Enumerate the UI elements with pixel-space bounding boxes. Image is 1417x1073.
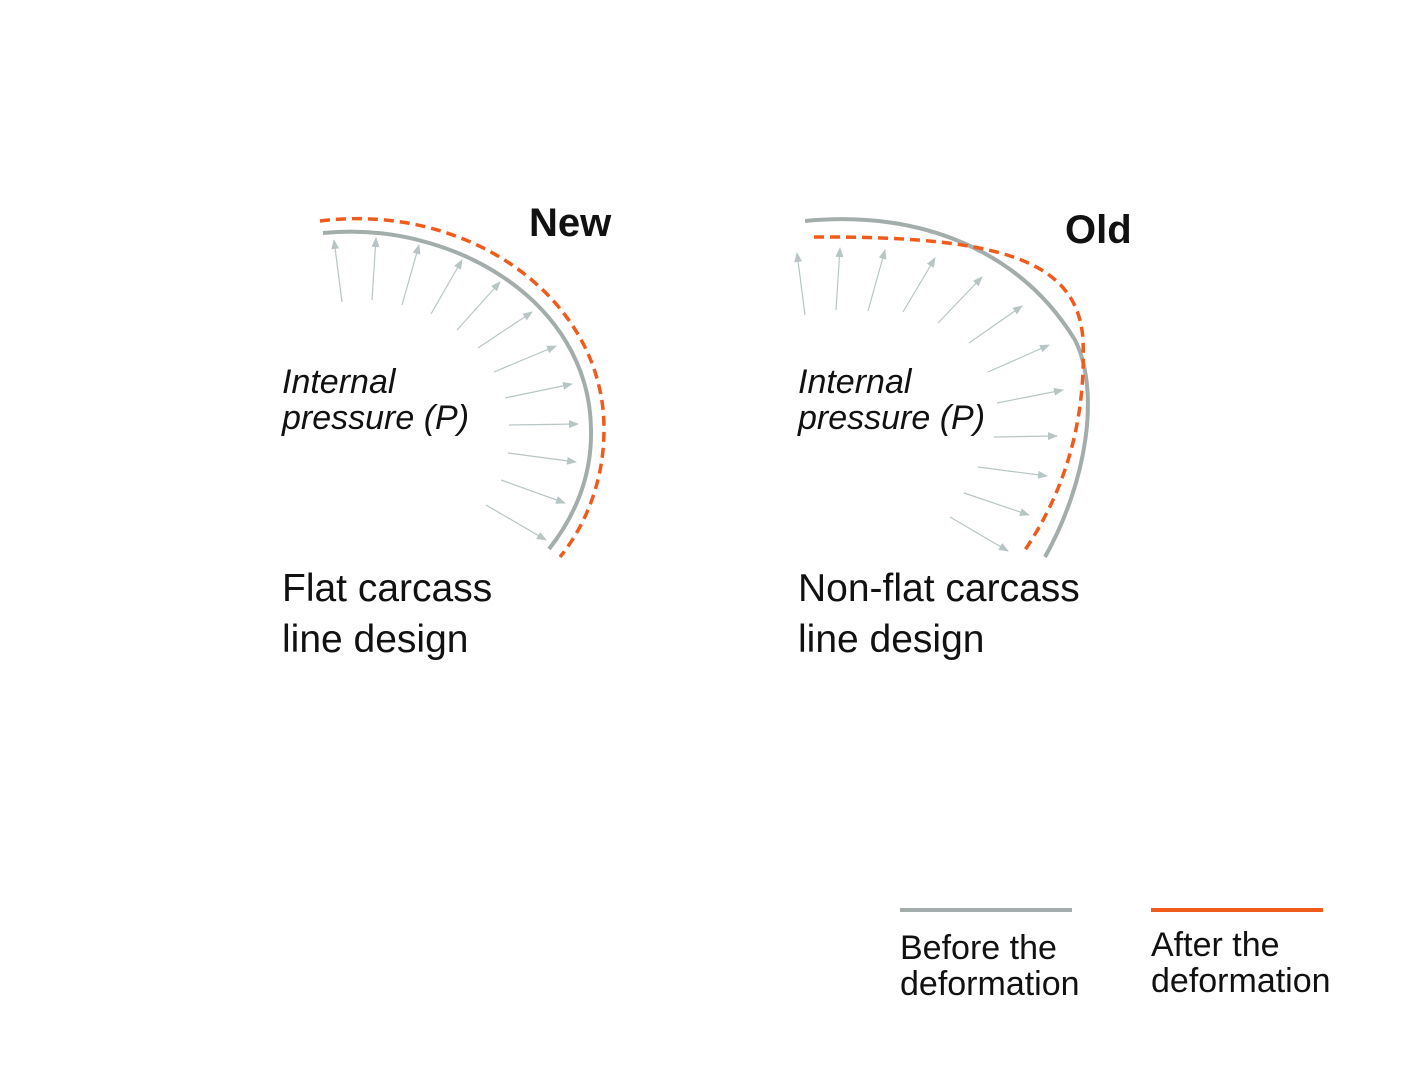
pressure-arrow	[949, 516, 1009, 552]
pressure-arrow	[508, 420, 579, 429]
pressure-arrow	[456, 281, 501, 331]
new-caption-2: line design	[282, 618, 469, 661]
pressure-arrow	[493, 345, 557, 373]
pressure-arrow	[401, 244, 421, 306]
old-pressure-label-1: Internal	[798, 363, 912, 401]
pressure-arrow	[485, 504, 547, 541]
pressure-arrow	[430, 259, 463, 315]
new-after-curve	[319, 216, 606, 559]
new-pressure-label-1: Internal	[282, 363, 396, 401]
pressure-arrow	[993, 432, 1058, 441]
pressure-arrow	[902, 257, 936, 313]
pressure-arrow	[963, 492, 1030, 516]
pressure-arrow	[835, 247, 844, 311]
pressure-arrow	[371, 237, 380, 301]
old-pressure-label-2: pressure (P)	[798, 399, 986, 437]
pressure-arrow	[977, 466, 1048, 479]
old-caption-1: Non-flat carcass	[798, 567, 1080, 610]
new-caption-1: Flat carcass	[282, 567, 493, 610]
pressure-arrow	[867, 249, 887, 312]
legend-before-label-2: deformation	[900, 965, 1080, 1003]
pressure-arrow	[937, 276, 983, 324]
pressure-arrow	[794, 252, 806, 316]
pressure-arrow	[504, 381, 573, 399]
legend-before-label-1: Before the	[900, 929, 1057, 967]
pressure-arrow	[987, 344, 1050, 373]
new-title: New	[529, 201, 612, 245]
pressure-arrow	[507, 452, 577, 465]
new-pressure-label-2: pressure (P)	[282, 399, 470, 437]
new-before-curve	[322, 229, 594, 551]
pressure-arrow	[968, 305, 1023, 344]
pressure-arrow	[996, 387, 1064, 404]
new-pressure-arrows	[331, 237, 579, 541]
pressure-arrow	[500, 479, 566, 504]
legend-after-label-1: After the	[1151, 926, 1280, 964]
old-after-curve	[813, 235, 1086, 554]
legend-after-label-2: deformation	[1151, 962, 1331, 1000]
old-title: Old	[1065, 208, 1132, 252]
pressure-arrow	[331, 239, 343, 303]
pressure-arrow	[477, 311, 533, 349]
old-pressure-arrows	[794, 247, 1064, 552]
old-caption-2: line design	[798, 618, 985, 661]
old-before-curve	[804, 217, 1090, 558]
